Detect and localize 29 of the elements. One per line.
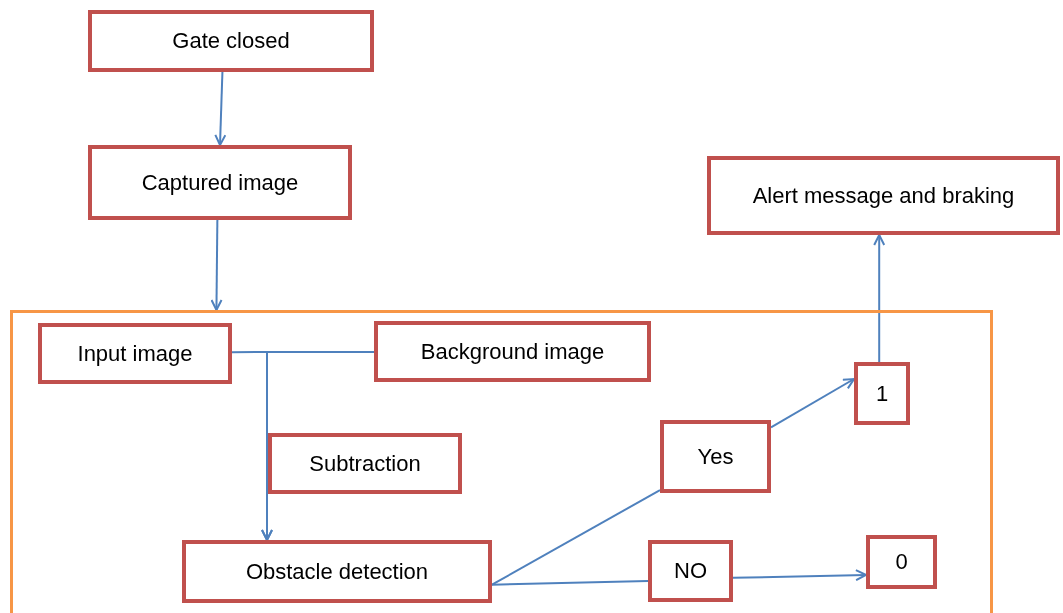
process-box [648, 540, 733, 602]
process-box [268, 433, 462, 494]
box-label: 0 [895, 549, 908, 575]
process-box [707, 156, 1060, 235]
process-box [38, 323, 232, 384]
arrow [770, 378, 855, 429]
process-box [854, 362, 910, 425]
box-label: Alert message and braking [752, 182, 1015, 209]
box-label: 1 [875, 380, 889, 407]
container-frame [10, 310, 993, 613]
box-label: Input image [77, 340, 193, 367]
process-box [88, 10, 374, 72]
box-label: NO [674, 558, 707, 584]
process-box [660, 420, 771, 493]
arrow [261, 351, 375, 541]
box-label: Obstacle detection [245, 558, 429, 585]
arrow [873, 234, 886, 363]
box-label: Yes [697, 443, 734, 470]
process-box [88, 145, 352, 220]
arrow [732, 569, 867, 582]
box-label: Background image [420, 338, 605, 365]
arrow [210, 219, 223, 311]
box-label: Subtraction [309, 450, 421, 477]
process-box [182, 540, 492, 603]
box-label: Captured image [141, 169, 299, 196]
arrow [214, 71, 227, 146]
process-box [374, 321, 651, 382]
process-box [866, 535, 937, 589]
box-label: Gate closed [172, 28, 290, 54]
